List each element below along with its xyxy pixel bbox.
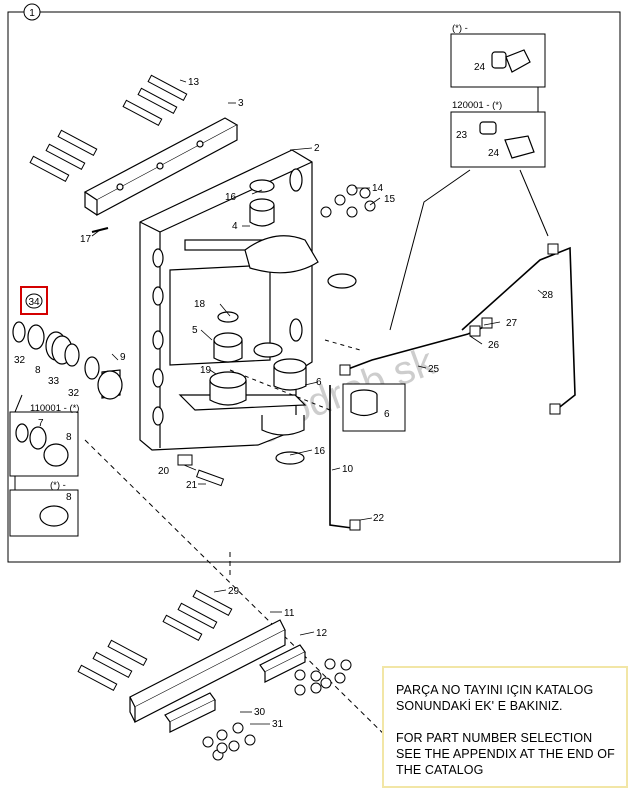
part-label-24-a: 24 [474, 62, 486, 73]
part-label-34: 34 [28, 297, 40, 308]
part-label-12: 12 [316, 628, 328, 639]
part-label-32-a: 32 [14, 355, 26, 366]
part-label-8-c: 8 [66, 492, 72, 503]
part-label-29: 29 [228, 586, 240, 597]
part-label-19: 19 [200, 365, 212, 376]
part-label-2: 2 [314, 143, 320, 154]
inset-star-right-label: (*) - [452, 23, 468, 34]
part-number-note: PARÇA NO TAYINI IÇIN KATALOG SONUNDAKİ E… [382, 666, 628, 788]
part-label-23: 23 [456, 130, 468, 141]
dashed-leader-upper [229, 339, 361, 411]
part-label-4: 4 [232, 221, 238, 232]
part-label-13: 13 [188, 77, 200, 88]
figure-number: 1 [29, 8, 35, 19]
part-label-7: 7 [38, 418, 44, 429]
part-label-15: 15 [384, 194, 396, 205]
inset-110001-seals [15, 423, 69, 467]
part-label-6-main: 6 [316, 377, 322, 388]
figure-frame [7, 11, 621, 563]
part-label-16-upper: 16 [225, 192, 237, 203]
bracket-part-11 [129, 619, 286, 723]
fitting-24-a [491, 49, 531, 73]
part-label-31: 31 [272, 719, 284, 730]
inset-110001-label: 110001 - (*) [30, 403, 79, 414]
bolt-group-29 [77, 589, 233, 691]
part-label-30: 30 [254, 707, 266, 718]
pipe-fittings [339, 243, 561, 531]
part-label-3: 3 [238, 98, 244, 109]
note-turkish: PARÇA NO TAYINI IÇIN KATALOG SONUNDAKİ E… [396, 683, 594, 713]
part-label-22: 22 [373, 513, 385, 524]
highlight-part-34 [20, 286, 48, 315]
part-label-6-inset: 6 [384, 409, 390, 420]
bearing-parts [209, 179, 357, 465]
part-34-ring [25, 293, 43, 309]
nut-groups-30-31 [202, 658, 352, 761]
part-label-18: 18 [194, 299, 206, 310]
part-label-25: 25 [428, 364, 440, 375]
bracket-part-12 [164, 644, 306, 733]
part-label-5: 5 [192, 325, 198, 336]
part-label-8-a: 8 [35, 365, 41, 376]
part-label-11: 11 [284, 608, 295, 619]
part-label-32-b: 32 [68, 388, 80, 399]
part-label-26: 26 [488, 340, 500, 351]
part-label-16-lower: 16 [314, 446, 326, 457]
plate-part-3 [83, 117, 239, 217]
note-english: FOR PART NUMBER SELECTION SEE THE APPEND… [396, 731, 615, 777]
part-label-33: 33 [48, 376, 60, 387]
part-label-17: 17 [80, 234, 92, 245]
part-label-14: 14 [372, 183, 384, 194]
part-label-9: 9 [120, 352, 126, 363]
fitting-23-24-b [479, 121, 535, 159]
part-label-10: 10 [342, 464, 354, 475]
part-label-20: 20 [158, 466, 170, 477]
part-label-24-b: 24 [488, 148, 500, 159]
inset-star-left-label: (*) - [50, 480, 66, 491]
seal-stack-left [12, 321, 123, 400]
bolt-group-13 [29, 74, 188, 182]
dashed-leader-lower [84, 439, 401, 751]
part-label-8-b: 8 [66, 432, 72, 443]
part-label-27: 27 [506, 318, 518, 329]
leader-lines [91, 79, 545, 725]
inset-leaders-right [389, 87, 549, 331]
inset-star-seal [39, 505, 69, 527]
inset-120001-label: 120001 - (*) [452, 100, 502, 111]
part-6-cylinder [350, 389, 378, 417]
figure-number-badge [23, 3, 41, 21]
part-label-21: 21 [186, 480, 198, 491]
nuts-and-small-parts [91, 184, 376, 487]
part-label-28: 28 [542, 290, 554, 301]
inset-connector [14, 394, 23, 490]
